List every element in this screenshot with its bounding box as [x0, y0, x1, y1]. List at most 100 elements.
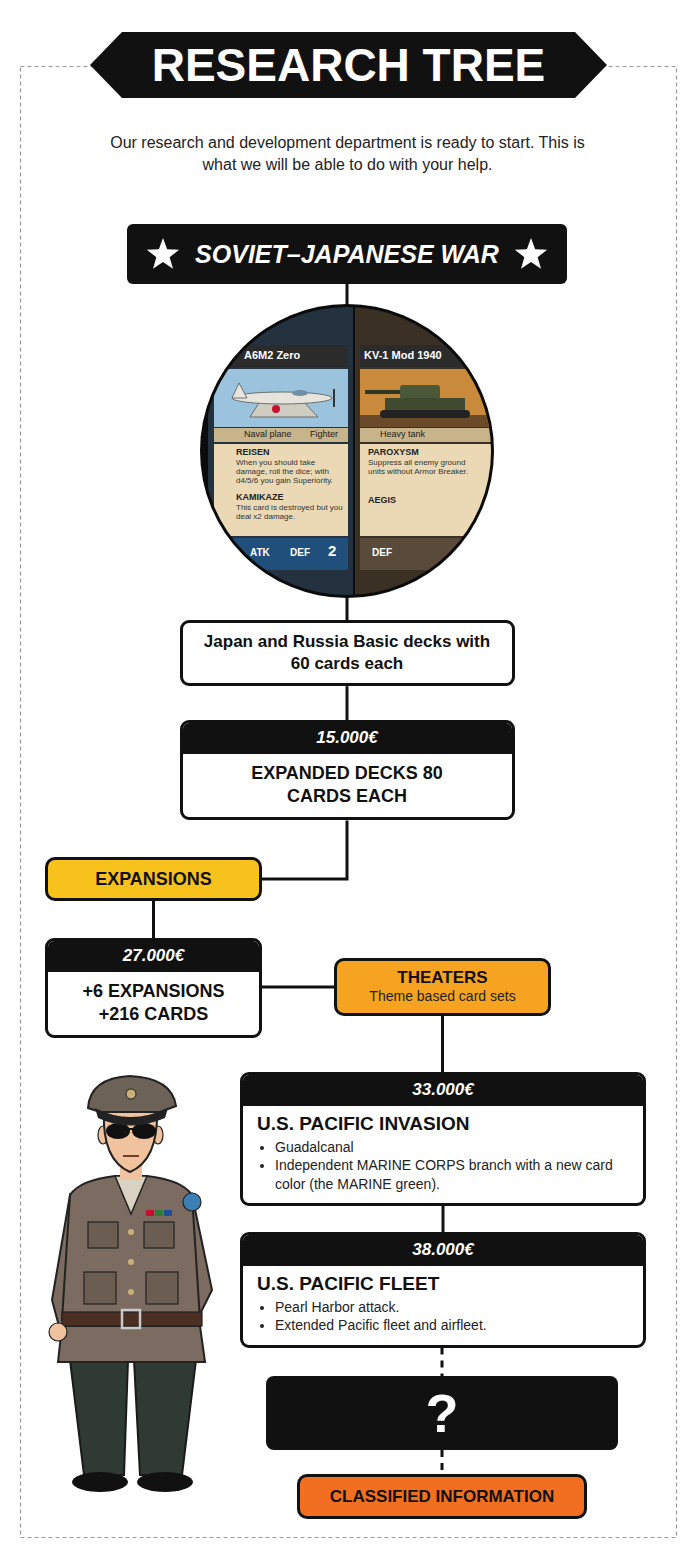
card-circle [200, 304, 494, 598]
card-frame [208, 300, 353, 610]
card-ability-text: When you should take damage, roll the di… [236, 458, 344, 486]
officer-pocket [146, 1272, 178, 1304]
bullet-list: Pearl Harbor attack.Extended Pacific fle… [257, 1298, 629, 1334]
goal-text: EXPANDED DECKS 80 CARDS EACH [242, 762, 452, 807]
tank-track [380, 410, 470, 418]
price-text: 15.000€ [191, 728, 504, 748]
price-text: 27.000€ [56, 946, 251, 966]
branch-box: EXPANSIONS [45, 857, 262, 901]
officer-ribbon [164, 1210, 172, 1216]
officer-hand [49, 1323, 67, 1341]
box-body: U.S. PACIFIC FLEETPearl Harbor attack.Ex… [243, 1266, 643, 1344]
plane-propeller [333, 389, 335, 407]
title-banner [90, 32, 607, 98]
card-frame [355, 300, 500, 610]
card-type: Fighter [310, 429, 338, 439]
card-stat-value: 2 [328, 542, 336, 559]
tank-turret [400, 385, 440, 399]
officer-button [128, 1229, 134, 1235]
card-ability: REISEN [236, 447, 270, 457]
officer-button [128, 1289, 134, 1295]
price-text: 33.000€ [251, 1080, 635, 1100]
price-band: 33.000€ [243, 1075, 643, 1106]
bullet-item: Independent MARINE CORPS branch with a n… [275, 1156, 629, 1192]
star-symbol [145, 236, 181, 272]
card-image [214, 369, 348, 427]
officer-jacket [62, 1176, 200, 1320]
card-type: Naval plane [244, 429, 292, 439]
officer-figure [49, 1076, 212, 1492]
card-ability-text: This card is destroyed but you deal x2 d… [236, 503, 344, 521]
bullet-item: Pearl Harbor attack. [275, 1298, 629, 1316]
node-label: SOVIET–JAPANESE WAR [195, 240, 499, 269]
plane-cockpit [292, 390, 308, 396]
card-stat: ATK [250, 547, 270, 558]
card-picture [208, 300, 500, 610]
price-band: 15.000€ [183, 723, 512, 754]
price-text: 38.000€ [251, 1240, 635, 1260]
card-title-bar [360, 345, 492, 367]
price-band: 27.000€ [48, 941, 259, 972]
dashed-frame [21, 67, 677, 1538]
card-ability-text: Suppress all enemy ground units without … [368, 458, 478, 476]
star-symbol [513, 236, 549, 272]
plane-tail [232, 383, 247, 398]
card-title: A6M2 Zero [244, 349, 300, 361]
plane-roundel [272, 405, 280, 413]
tree-connector [442, 1206, 445, 1232]
officer-leg [70, 1360, 128, 1475]
officer-sunglasses [106, 1123, 130, 1139]
node-label: ? [426, 1386, 459, 1440]
tank-barrel [365, 390, 403, 394]
goal-box: 38.000€ U.S. PACIFIC FLEETPearl Harbor at… [240, 1232, 646, 1348]
card-ability-panel [360, 444, 492, 536]
card-ability: KAMIKAZE [236, 492, 284, 502]
card-ability: AEGIS [368, 495, 396, 505]
officer-jacket-skirt [58, 1326, 205, 1362]
card-title-bar [214, 345, 348, 367]
card-title: KV-1 Mod 1940 [364, 349, 442, 361]
card-stat: DEF [290, 547, 310, 558]
officer-shoe [137, 1472, 193, 1492]
officer-ribbon [155, 1210, 163, 1216]
box-body: U.S. PACIFIC INVASIONGuadalcanalIndepend… [243, 1106, 643, 1202]
tree-connector [441, 1348, 444, 1376]
deck-box: Japan and Russia Basic decks with 60 car… [180, 620, 515, 686]
price-band: 38.000€ [243, 1235, 643, 1266]
intro-text: Our research and development department … [92, 132, 603, 175]
card-ability: PAROXYSM [368, 447, 419, 457]
officer-pocket [88, 1222, 118, 1248]
officer-cap [88, 1076, 176, 1112]
goal-box: 15.000€ EXPANDED DECKS 80 CARDS EACH [180, 720, 515, 820]
mystery-box: ? [266, 1376, 618, 1450]
goal-box: 27.000€+6 EXPANSIONS +216 CARDS [45, 938, 262, 1038]
card-stat: DEF [372, 547, 392, 558]
card-ability-panel [214, 444, 348, 536]
star-shape [515, 238, 547, 269]
officer-button [128, 1259, 134, 1265]
bullet-item: Extended Pacific fleet and airfleet. [275, 1316, 629, 1334]
officer-sunglasses-bridge [128, 1128, 134, 1130]
card-stat-bar [360, 538, 492, 570]
officer-cap-brim [95, 1108, 168, 1126]
officer-ribbon [146, 1210, 154, 1216]
node-label: THEATERS [347, 968, 538, 988]
card-type-bar [360, 428, 492, 442]
tank-hull [385, 398, 465, 412]
star-shape [147, 238, 179, 269]
card-stat-bar [214, 538, 348, 570]
officer-cap-badge [126, 1089, 136, 1099]
goal-title: U.S. PACIFIC INVASION [257, 1112, 629, 1136]
card-type-bar [214, 428, 348, 442]
officer-sunglasses [132, 1123, 156, 1139]
officer-belt [62, 1312, 202, 1326]
officer-shoe [72, 1472, 128, 1492]
classified-box: CLASSIFIED INFORMATION [297, 1474, 587, 1519]
officer-buckle [122, 1310, 140, 1328]
tree-connector [262, 986, 334, 989]
node-subtext: Theme based card sets [347, 988, 538, 1006]
officer-collar [115, 1176, 147, 1214]
officer-pocket [144, 1222, 174, 1248]
